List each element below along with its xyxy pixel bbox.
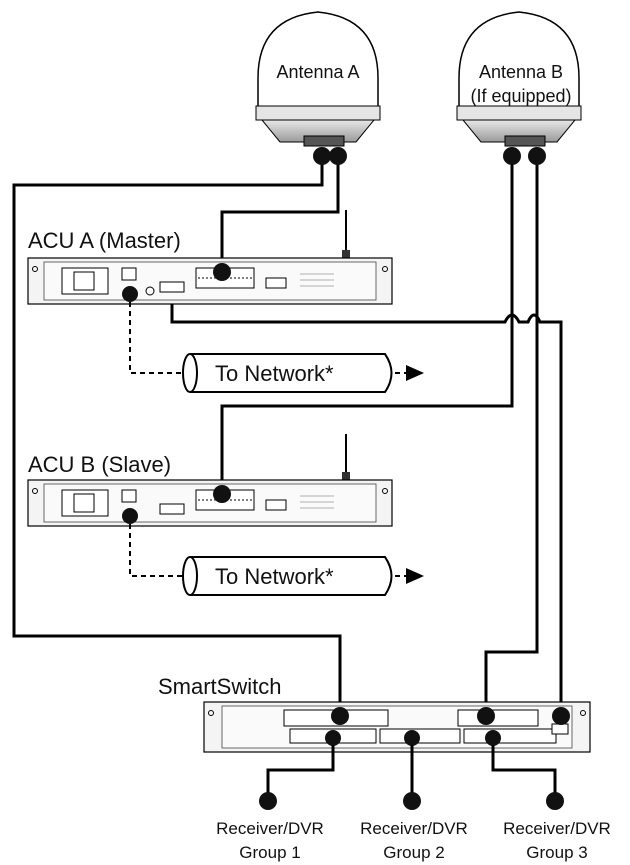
- smartswitch-unit: [203, 701, 591, 753]
- network-b-arrow: [406, 568, 424, 584]
- acu-a-unit: [27, 210, 393, 305]
- acu-b-label: ACU B (Slave): [28, 452, 171, 477]
- receiver-3-connector: [546, 792, 564, 810]
- cable-receiver-group-3: [491, 745, 557, 798]
- receiver-1-connector: [259, 792, 277, 810]
- to-network-b: To Network*: [182, 556, 393, 596]
- acu-b-unit: [27, 434, 393, 527]
- cable-antenna-b-to-smartswitch: [484, 158, 539, 710]
- antenna-a-label: Antenna A: [276, 62, 359, 82]
- receiver-2-connector: [403, 792, 421, 810]
- antenna-b-connector-1: [503, 147, 521, 165]
- cable-antenna-b-to-acu-b: [220, 158, 514, 494]
- receiver-1-label-line2: Group 1: [239, 843, 300, 862]
- cable-antenna-a-to-acu-a: [220, 158, 340, 272]
- to-network-a: To Network*: [182, 353, 393, 393]
- cable-receiver-group-1: [266, 745, 335, 798]
- acu-a-network-dash: [129, 302, 182, 374]
- antenna-b-label-line1: Antenna B: [479, 62, 563, 82]
- network-a-arrow: [406, 365, 424, 381]
- antenna-b-label-line2: (If equipped): [470, 86, 571, 106]
- antenna-a-connector-2: [329, 147, 347, 165]
- acu-a-label: ACU A (Master): [28, 228, 181, 253]
- cable-acu-a-to-smartswitch-data: [170, 303, 563, 712]
- smartswitch-label: SmartSwitch: [158, 674, 281, 699]
- antenna-a-connector-1: [313, 147, 331, 165]
- antenna-a: Antenna A: [255, 11, 381, 147]
- cable-antenna-a-to-smartswitch: [12, 158, 342, 712]
- receiver-3-label-line1: Receiver/DVR: [503, 819, 611, 838]
- receiver-1-label-line1: Receiver/DVR: [216, 819, 324, 838]
- antenna-b: Antenna B (If equipped): [456, 11, 582, 147]
- receiver-2-label-line1: Receiver/DVR: [360, 819, 468, 838]
- acu-b-network-dash: [129, 524, 182, 577]
- receiver-3-label-line2: Group 3: [526, 843, 587, 862]
- receiver-2-label-line2: Group 2: [383, 843, 444, 862]
- to-network-a-label: To Network*: [215, 361, 334, 386]
- to-network-b-label: To Network*: [215, 564, 334, 589]
- antenna-b-connector-2: [528, 147, 546, 165]
